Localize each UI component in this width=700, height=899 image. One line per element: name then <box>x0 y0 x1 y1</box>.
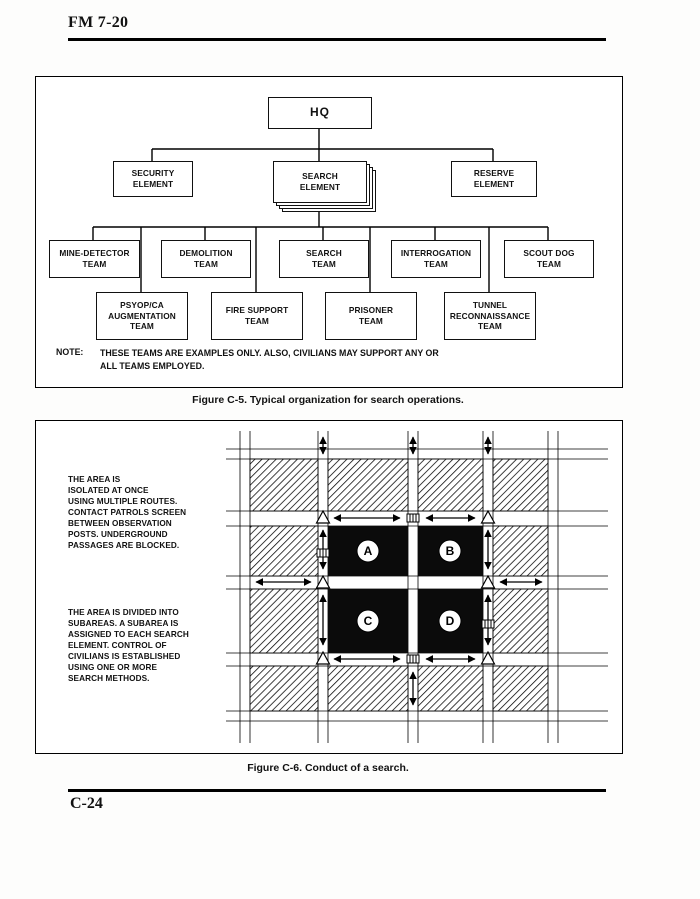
blocked-passage-icon <box>316 548 330 558</box>
org-box-tunnel-reconnaissance-team: TUNNEL RECONNAISSANCE TEAM <box>444 292 536 340</box>
hatched-block <box>249 458 319 512</box>
hatched-block <box>327 665 409 712</box>
observation-post-icon <box>315 509 331 524</box>
hatched-block <box>492 588 549 654</box>
footer-rule <box>68 789 606 792</box>
observation-post-icon <box>480 509 496 524</box>
org-box-demolition-team: DEMOLITION TEAM <box>161 240 251 278</box>
observation-post-icon <box>315 650 331 665</box>
org-box-security-element: SECURITY ELEMENT <box>113 161 193 197</box>
note-label: NOTE: <box>56 347 84 357</box>
blocked-passage-icon <box>406 513 420 523</box>
hatched-block <box>492 525 549 577</box>
subarea-label-b: B <box>446 544 455 558</box>
figure-c6-caption: Figure C-6. Conduct of a search. <box>247 762 409 774</box>
note-text: THESE TEAMS ARE EXAMPLES ONLY. ALSO, CIV… <box>100 348 439 371</box>
org-box-prisoner-team: PRISONER TEAM <box>325 292 417 340</box>
footer-page-number: C-24 <box>70 795 103 812</box>
subarea-circle-d <box>438 609 462 633</box>
org-box-mine-detector-team: MINE-DETECTOR TEAM <box>49 240 140 278</box>
subarea-circle-c <box>356 609 380 633</box>
org-box-search-team: SEARCH TEAM <box>279 240 369 278</box>
blocked-passage-icon <box>481 619 495 629</box>
figure-c5-caption: Figure C-5. Typical organization for sea… <box>192 394 464 406</box>
hatched-block <box>249 588 319 654</box>
subarea-circle-a <box>356 539 380 563</box>
org-box-psyop-ca-augmentation-team: PSYOP/CA AUGMENTATION TEAM <box>96 292 188 340</box>
observation-post-icon <box>480 574 496 589</box>
hatched-block <box>492 665 549 712</box>
figure-c6-frame: THE AREA IS ISOLATED AT ONCE USING MULTI… <box>35 420 623 754</box>
hatched-block <box>249 665 319 712</box>
page-header-title: FM 7-20 <box>68 14 129 31</box>
org-box-reserve-element: RESERVE ELEMENT <box>451 161 537 197</box>
isolated-city-blocks <box>249 458 549 712</box>
observation-post-icon <box>315 574 331 589</box>
figure-c5-frame: HQ SECURITY ELEMENT SEARCH ELEMENT RESER… <box>35 76 623 388</box>
header-rule <box>68 38 606 41</box>
blocked-passage-icon <box>406 654 420 664</box>
hatched-block <box>492 458 549 512</box>
search-subarea-blocks <box>328 526 483 653</box>
subarea-circle-b <box>438 539 462 563</box>
org-box-fire-support-team: FIRE SUPPORT TEAM <box>211 292 303 340</box>
observation-post-icon <box>480 650 496 665</box>
subarea-label-c: C <box>364 614 373 628</box>
hatched-block <box>327 458 409 512</box>
hatched-block <box>249 525 319 577</box>
hatched-block <box>417 458 484 512</box>
blocked-passage-icons <box>316 513 495 664</box>
org-chart-note: NOTE: THESE TEAMS ARE EXAMPLES ONLY. ALS… <box>56 347 439 373</box>
org-box-hq: HQ <box>268 97 372 129</box>
search-area-map: A B C D <box>226 431 608 743</box>
subarea-label-a: A <box>364 544 373 558</box>
observation-post-icons <box>315 509 496 665</box>
annotation-divide-area: THE AREA IS DIVIDED INTO SUBAREAS. A SUB… <box>68 608 189 683</box>
org-box-scout-dog-team: SCOUT DOG TEAM <box>504 240 594 278</box>
annotation-isolate-area: THE AREA IS ISOLATED AT ONCE USING MULTI… <box>68 475 187 550</box>
subarea-label-d: D <box>446 614 455 628</box>
subarea-labels: A B C D <box>356 539 462 633</box>
hatched-block <box>417 665 484 712</box>
org-box-search-element: SEARCH ELEMENT <box>273 161 367 203</box>
org-box-interrogation-team: INTERROGATION TEAM <box>391 240 481 278</box>
